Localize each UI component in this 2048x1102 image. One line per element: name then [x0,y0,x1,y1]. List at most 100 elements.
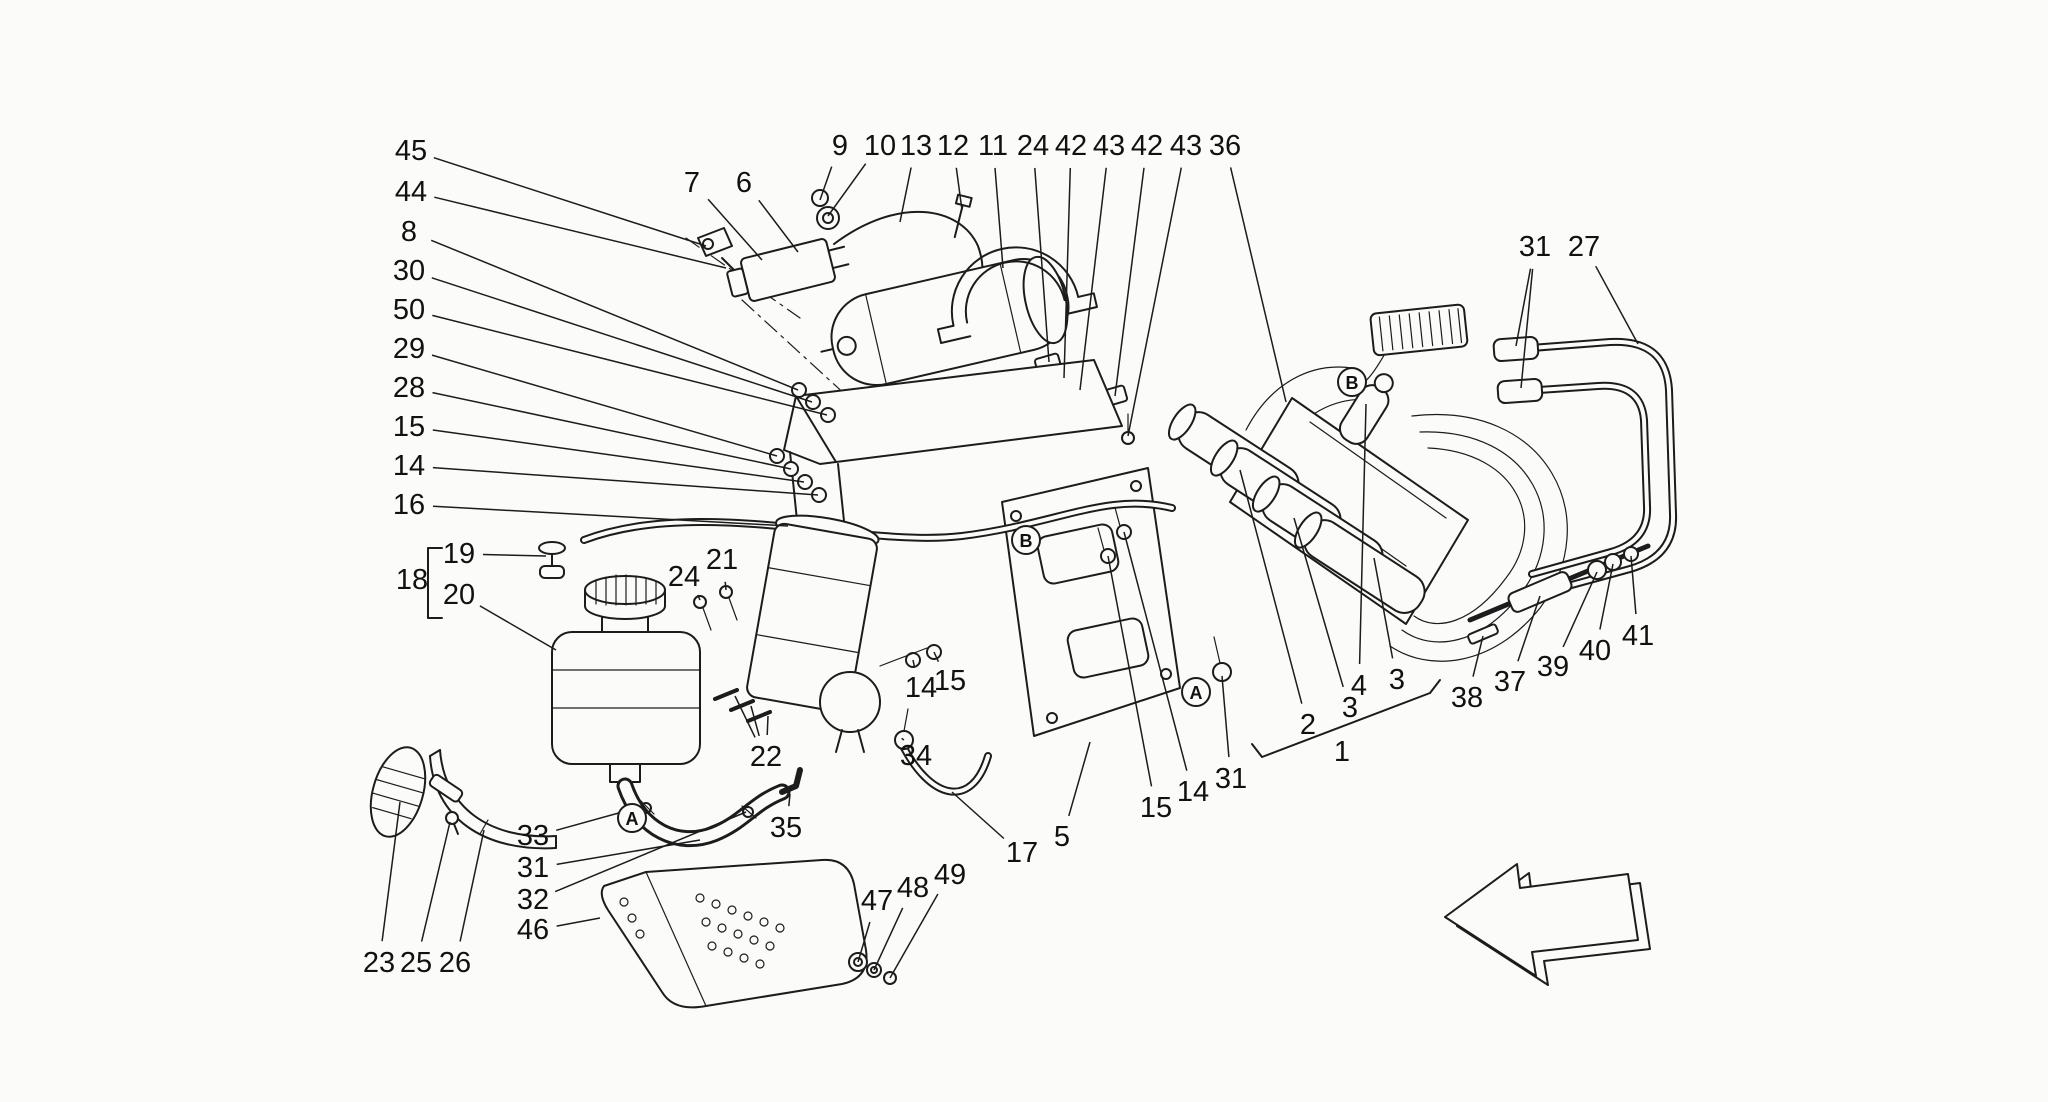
callout-c42a: 42 [1055,130,1087,162]
direction-arrow [1444,863,1651,986]
leader-line-c12 [955,167,963,211]
callout-c2: 2 [1300,709,1316,741]
svg-text:B: B [1346,373,1359,393]
leader-line-c31a [1515,268,1532,347]
callout-c47: 47 [861,885,893,917]
leader-line-c13 [899,167,912,223]
leader-line-c16 [432,505,789,527]
callout-c9: 9 [832,130,848,162]
callout-c15c: 15 [934,665,966,697]
callout-c36: 36 [1209,130,1241,162]
hydraulic-pipes [1492,335,1678,602]
leader-line-c43a [1079,167,1107,391]
callout-c21: 21 [706,544,738,576]
callout-c19: 19 [443,538,475,570]
tank-strap [369,746,557,850]
leader-line-c19 [482,553,547,557]
callout-c22: 22 [750,741,782,773]
group-bracket-1 [1251,679,1441,758]
callout-c28: 28 [393,372,425,404]
leader-line-c26 [459,829,485,942]
hose-clamp [741,805,757,819]
leader-line-c20 [479,605,557,651]
pipe-union [1492,335,1540,363]
mounting-clip [697,227,737,273]
leader-line-c43b [1127,167,1183,437]
supply-pipe [580,499,1176,544]
leader-line-c8 [430,239,799,391]
callout-c14a: 14 [393,450,425,482]
callout-c29: 29 [393,333,425,365]
callout-c31b: 31 [517,852,549,884]
callout-c43b: 43 [1170,130,1202,162]
callout-c6: 6 [736,167,752,199]
nut-and-washer [811,189,840,230]
pump-bolts [713,688,772,723]
leader-line-c31b [556,839,701,866]
callout-c14b: 14 [1177,776,1209,808]
callout-c5: 5 [1054,821,1070,853]
callout-c33: 33 [517,820,549,852]
leader-line-c17 [951,791,1005,840]
leader-line-c14c [912,659,916,667]
leader-line-c30 [431,277,813,403]
callout-c24b: 24 [668,561,700,593]
leader-lines [381,156,1639,979]
leader-line-c27 [1595,265,1639,345]
perforations [619,893,785,969]
leader-line-c31a [1520,268,1534,389]
callout-c11: 11 [978,130,1008,162]
leader-line-c11 [994,167,1004,269]
leader-line-c7 [707,198,763,261]
ref-point-refB1: B [1337,367,1367,397]
leader-line-c23 [381,801,401,942]
leader-line-c46 [556,917,601,927]
ref-point-refA1: A [1181,677,1211,707]
leader-line-c29 [431,354,778,457]
callout-c15a: 15 [393,411,425,443]
leader-line-c15b [1107,555,1153,787]
electrical-connector [1354,303,1469,387]
leader-line-c2 [1239,469,1303,704]
callout-c27: 27 [1568,231,1600,263]
elbow-fitting [779,767,803,795]
accumulator-cylinder [820,255,1070,387]
heat-shield [600,858,868,1009]
callout-c8: 8 [401,216,417,248]
callout-c46: 46 [517,914,549,946]
leader-line-c31c [1221,675,1230,758]
leader-line-c5 [1068,741,1091,817]
leader-line-c24b [697,594,701,601]
callout-c10: 10 [864,130,896,162]
callout-c34: 34 [900,740,932,772]
leader-line-c3b [1373,557,1394,659]
callout-c43a: 43 [1093,130,1125,162]
callout-c41: 41 [1622,620,1654,652]
leader-line-c4 [1358,403,1367,665]
leader-line-c28 [432,391,792,470]
leader-line-c22 [734,695,756,738]
callout-c1: 1 [1334,736,1350,768]
svg-text:A: A [626,809,639,829]
solenoid [1293,511,1426,614]
fluid-reservoir [538,541,701,783]
leader-line-c49 [889,893,939,979]
callout-c35: 35 [770,812,802,844]
pipe-union [1496,377,1544,405]
callout-c3a: 3 [1342,692,1358,724]
callout-c7: 7 [684,167,700,199]
callout-c31c: 31 [1215,763,1247,795]
leader-line-c37 [1517,595,1541,662]
leader-line-c39 [1562,571,1598,648]
leader-line-c22 [750,705,760,737]
adjuster-rod [1467,543,1651,645]
callout-c37: 37 [1494,666,1526,698]
ref-point-refB2: B [1011,525,1041,555]
mounting-bracket-frame [769,359,1123,541]
callout-c20: 20 [443,579,475,611]
leader-line-c42a [1063,167,1072,379]
leader-line-c22 [766,715,769,736]
leader-line-c36 [1229,167,1287,403]
